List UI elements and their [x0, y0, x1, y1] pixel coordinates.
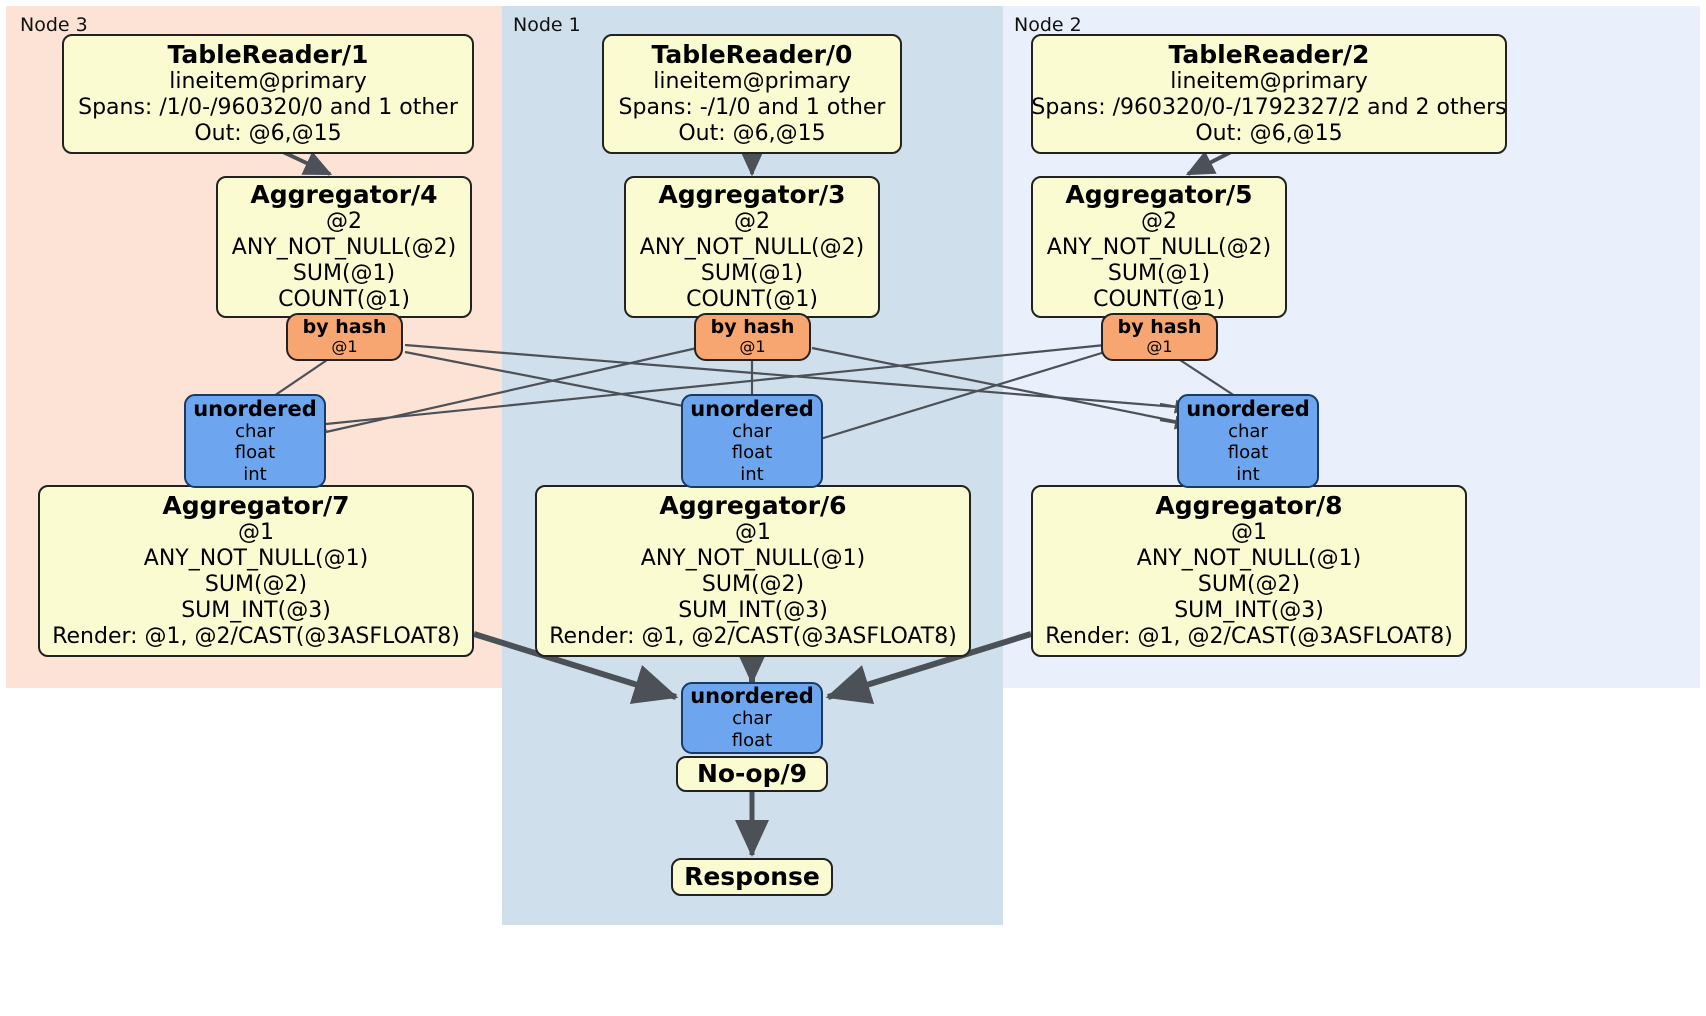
- input-synchronizer-unordered-final[interactable]: unordered char float: [681, 682, 823, 754]
- processor-response[interactable]: Response: [671, 858, 833, 896]
- node-panel-label-node1: Node 1: [513, 14, 581, 36]
- processor-title: Aggregator/6: [659, 491, 847, 521]
- processor-line: ANY_NOT_NULL(@1): [143, 546, 369, 572]
- input-synchronizer-unordered-node1[interactable]: unordered char float int: [681, 394, 823, 488]
- processor-line: @1: [238, 520, 274, 546]
- processor-line: SUM_INT(@3): [181, 597, 331, 623]
- router-line: @1: [1146, 337, 1173, 357]
- processor-title: Aggregator/7: [162, 491, 350, 521]
- router-title: by hash: [710, 316, 795, 339]
- processor-line: SUM(@2): [204, 572, 308, 598]
- processor-line: SUM(@2): [701, 572, 805, 598]
- synchronizer-type: int: [1236, 463, 1260, 485]
- synchronizer-title: unordered: [193, 396, 317, 421]
- processor-title: Response: [684, 862, 820, 891]
- synchronizer-type: char: [732, 708, 772, 730]
- processor-line: @1: [1231, 520, 1267, 546]
- processor-line: Out: @6,@15: [678, 120, 826, 146]
- output-router-by-hash-node1[interactable]: by hash @1: [694, 313, 811, 361]
- synchronizer-title: unordered: [690, 684, 814, 709]
- processor-table-reader-2[interactable]: TableReader/2 lineitem@primary Spans: /9…: [1031, 34, 1507, 154]
- processor-aggregator-4[interactable]: Aggregator/4 @2 ANY_NOT_NULL(@2) SUM(@1)…: [216, 176, 472, 318]
- processor-title: TableReader/0: [651, 40, 853, 70]
- processor-line: Spans: /1/0-/960320/0 and 1 other: [78, 95, 458, 121]
- processor-line: @2: [1141, 209, 1177, 235]
- synchronizer-type: char: [732, 420, 772, 442]
- processor-render-line: Render: @1, @2/CAST(@3ASFLOAT8): [52, 623, 460, 649]
- output-router-by-hash-node2[interactable]: by hash @1: [1101, 313, 1218, 361]
- processor-line: lineitem@primary: [653, 69, 851, 95]
- processor-line: @2: [734, 209, 770, 235]
- input-synchronizer-unordered-node2[interactable]: unordered char float int: [1177, 394, 1319, 488]
- router-line: @1: [331, 337, 358, 357]
- processor-table-reader-0[interactable]: TableReader/0 lineitem@primary Spans: -/…: [602, 34, 902, 154]
- processor-line: SUM(@2): [1197, 572, 1301, 598]
- node-panel-label-node2: Node 2: [1014, 14, 1082, 36]
- processor-aggregator-3[interactable]: Aggregator/3 @2 ANY_NOT_NULL(@2) SUM(@1)…: [624, 176, 880, 318]
- processor-line: SUM(@1): [700, 261, 804, 286]
- processor-line: ANY_NOT_NULL(@2): [231, 235, 457, 261]
- input-synchronizer-unordered-node3[interactable]: unordered char float int: [184, 394, 326, 488]
- processor-line: ANY_NOT_NULL(@1): [640, 546, 866, 572]
- synchronizer-title: unordered: [690, 396, 814, 421]
- synchronizer-type: char: [235, 420, 275, 442]
- processor-line: SUM_INT(@3): [1174, 597, 1324, 623]
- synchronizer-type: float: [731, 442, 773, 464]
- processor-line: COUNT(@1): [278, 286, 410, 312]
- processor-line: COUNT(@1): [686, 286, 818, 312]
- router-title: by hash: [302, 316, 387, 339]
- synchronizer-type: char: [1228, 420, 1268, 442]
- synchronizer-type: float: [1227, 442, 1269, 464]
- processor-line: lineitem@primary: [1170, 69, 1368, 95]
- processor-no-op-9[interactable]: No-op/9: [676, 756, 828, 792]
- processor-line: Out: @6,@15: [194, 120, 342, 146]
- processor-aggregator-5[interactable]: Aggregator/5 @2 ANY_NOT_NULL(@2) SUM(@1)…: [1031, 176, 1287, 318]
- processor-title: No-op/9: [696, 759, 808, 788]
- processor-aggregator-7[interactable]: Aggregator/7 @1 ANY_NOT_NULL(@1) SUM(@2)…: [38, 485, 474, 657]
- processor-title: TableReader/2: [1168, 40, 1370, 70]
- processor-line: Spans: /960320/0-/1792327/2 and 2 others: [1031, 95, 1507, 121]
- processor-line: SUM(@1): [1107, 261, 1211, 286]
- synchronizer-type: int: [740, 463, 764, 485]
- processor-line: Spans: -/1/0 and 1 other: [618, 95, 886, 121]
- processor-line: @1: [735, 520, 771, 546]
- processor-line: SUM_INT(@3): [678, 597, 828, 623]
- router-line: @1: [739, 337, 766, 357]
- synchronizer-title: unordered: [1186, 396, 1310, 421]
- output-router-by-hash-node3[interactable]: by hash @1: [286, 313, 403, 361]
- router-title: by hash: [1117, 316, 1202, 339]
- processor-line: ANY_NOT_NULL(@2): [1046, 235, 1272, 261]
- processor-line: COUNT(@1): [1093, 286, 1225, 312]
- node-panel-label-node3: Node 3: [20, 14, 88, 36]
- processor-line: lineitem@primary: [169, 69, 367, 95]
- processor-line: ANY_NOT_NULL(@2): [639, 235, 865, 261]
- processor-table-reader-1[interactable]: TableReader/1 lineitem@primary Spans: /1…: [62, 34, 474, 154]
- processor-title: TableReader/1: [167, 40, 369, 70]
- processor-line: SUM(@1): [292, 261, 396, 286]
- synchronizer-type: float: [234, 442, 276, 464]
- processor-render-line: Render: @1, @2/CAST(@3ASFLOAT8): [549, 623, 957, 649]
- synchronizer-type: int: [243, 463, 267, 485]
- processor-title: Aggregator/4: [250, 180, 438, 210]
- processor-line: ANY_NOT_NULL(@1): [1136, 546, 1362, 572]
- synchronizer-type: float: [731, 730, 773, 752]
- processor-aggregator-6[interactable]: Aggregator/6 @1 ANY_NOT_NULL(@1) SUM(@2)…: [535, 485, 971, 657]
- processor-title: Aggregator/3: [658, 180, 846, 210]
- processor-title: Aggregator/5: [1065, 180, 1253, 210]
- processor-line: Out: @6,@15: [1195, 120, 1343, 146]
- processor-title: Aggregator/8: [1155, 491, 1343, 521]
- processor-aggregator-8[interactable]: Aggregator/8 @1 ANY_NOT_NULL(@1) SUM(@2)…: [1031, 485, 1467, 657]
- processor-render-line: Render: @1, @2/CAST(@3ASFLOAT8): [1045, 623, 1453, 649]
- processor-line: @2: [326, 209, 362, 235]
